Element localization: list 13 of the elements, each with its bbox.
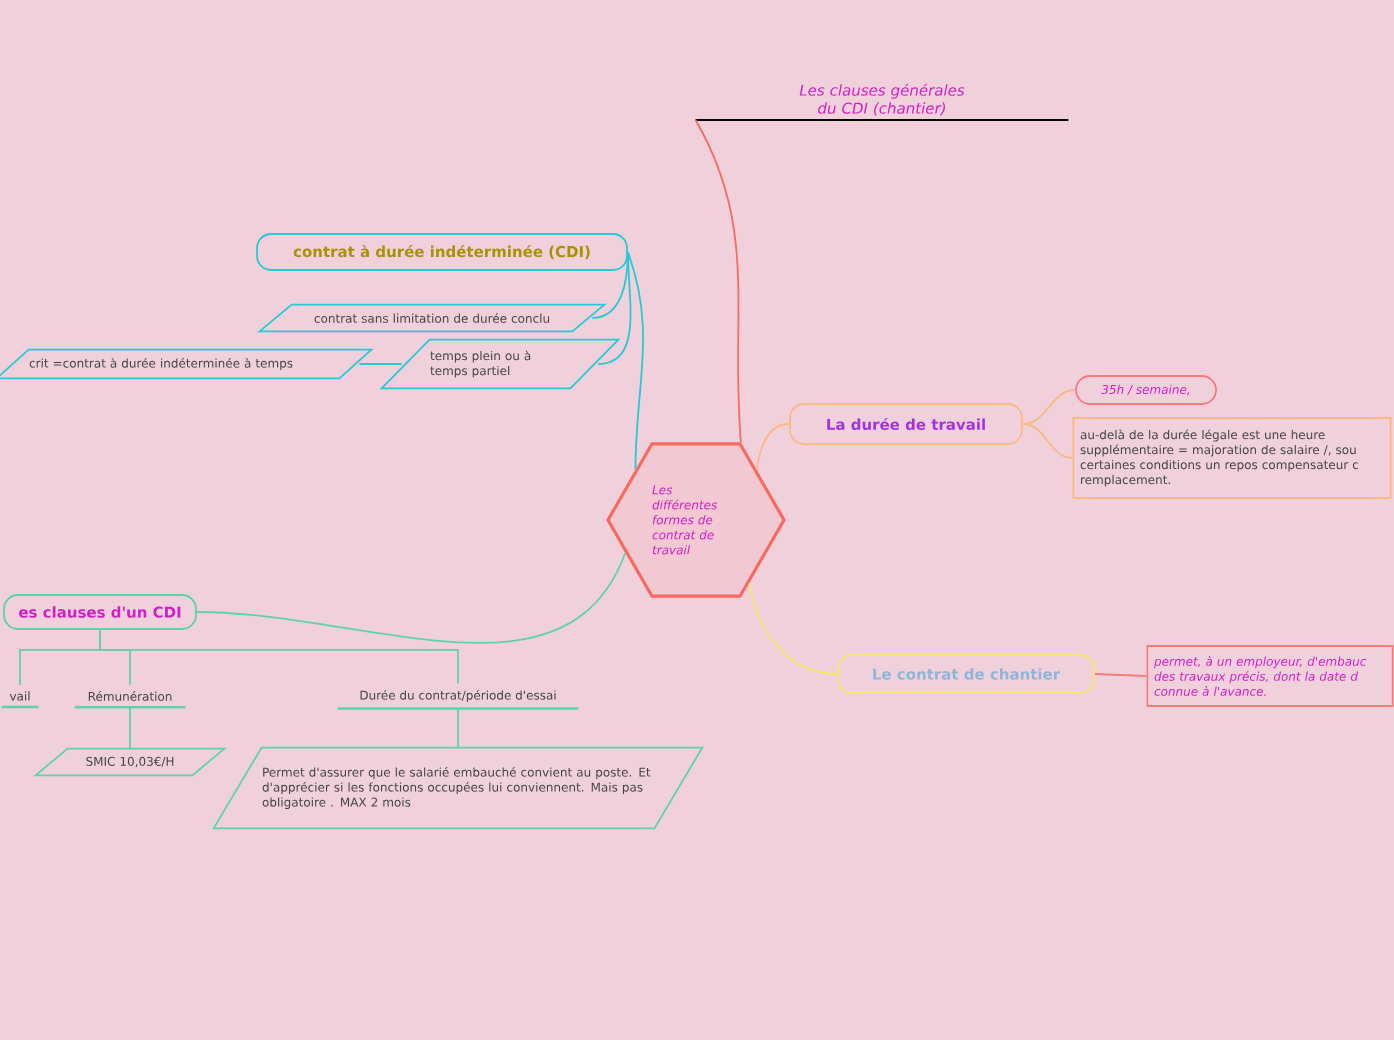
connector	[1022, 389, 1076, 425]
connector	[694, 119, 742, 444]
connector	[358, 363, 403, 365]
connector	[129, 706, 131, 750]
connector	[597, 251, 632, 365]
connector	[99, 629, 459, 685]
connector	[196, 552, 627, 644]
connector	[755, 423, 790, 471]
connector	[748, 582, 838, 675]
connector	[627, 251, 645, 471]
connector	[1094, 673, 1148, 677]
connector	[1022, 423, 1074, 459]
connector	[457, 707, 459, 749]
